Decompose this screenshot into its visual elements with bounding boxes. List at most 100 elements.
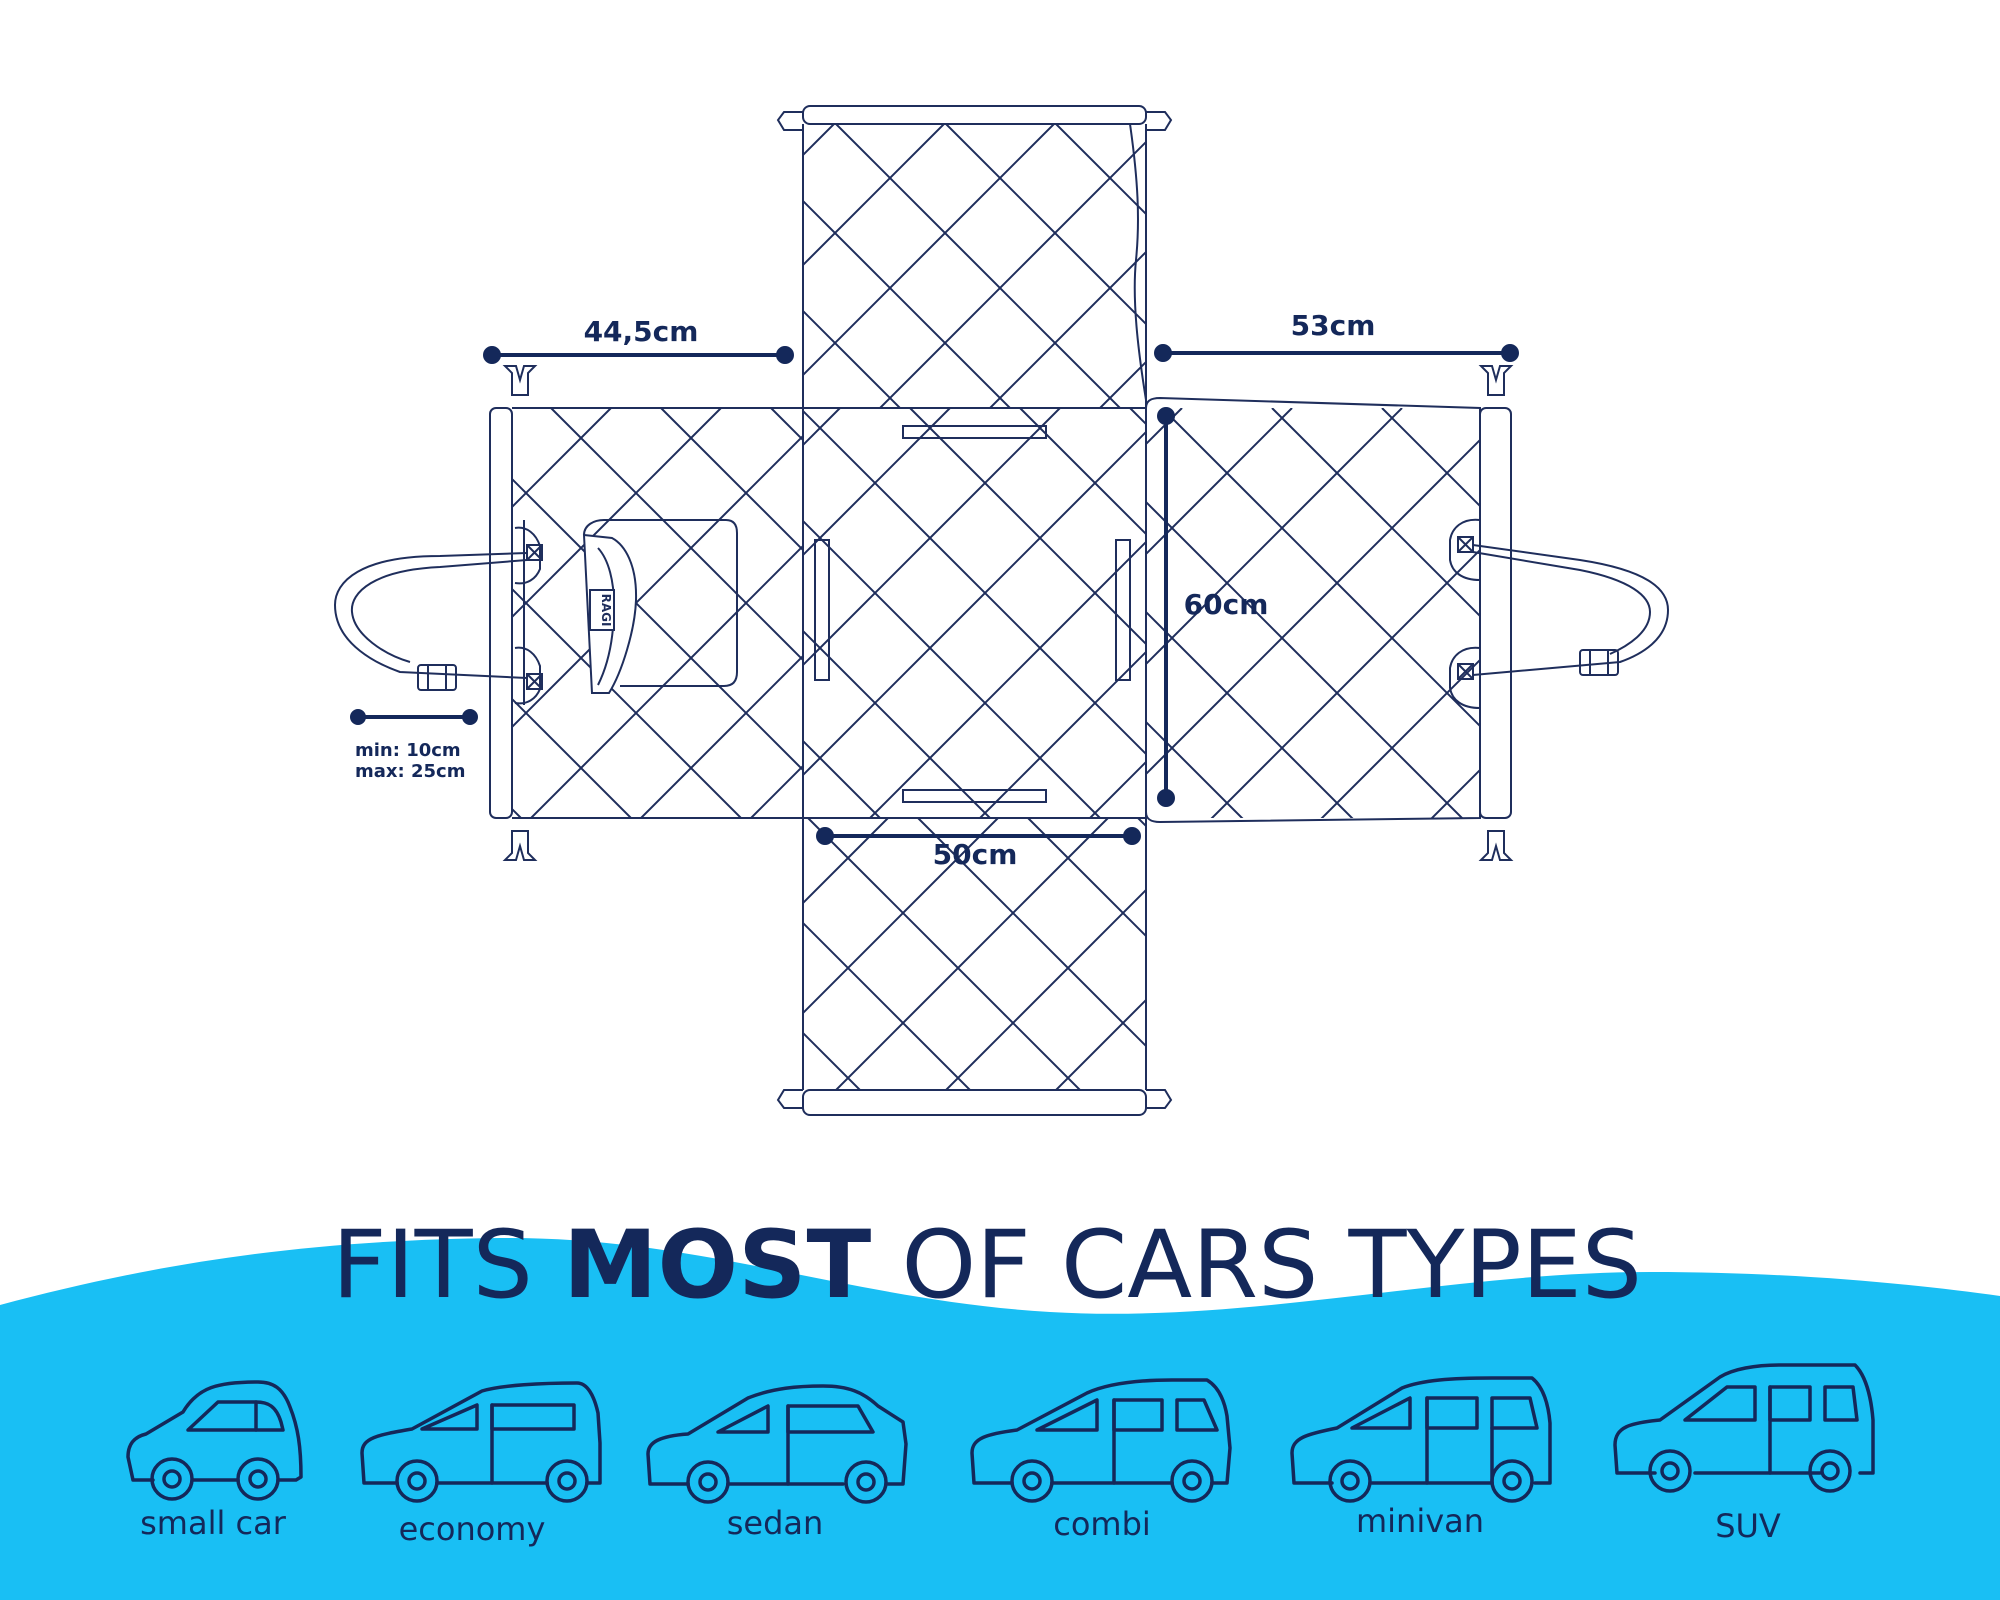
quilt-line <box>1187 408 1940 1161</box>
quilt-line <box>1407 408 2000 1161</box>
quilt-line <box>512 477 803 772</box>
quilt-line <box>1320 658 1480 818</box>
belt-slot-left <box>814 539 830 681</box>
quilt-line <box>0 408 281 1109</box>
quilt-line <box>878 140 1146 408</box>
quilt-line <box>0 408 290 1161</box>
quilt-line <box>1900 408 2000 1161</box>
quilt-line <box>1 408 702 1109</box>
dim-endpoint <box>1157 789 1175 807</box>
car-label-minivan: minivan <box>1356 1502 1484 1540</box>
quilt-line <box>967 408 1720 1161</box>
quilt-line <box>1680 408 2000 1161</box>
quilt-line <box>0 408 391 1109</box>
quilt-line <box>909 408 1146 646</box>
quilt-line <box>0 123 285 751</box>
headline-part1: FITS <box>332 1211 563 1320</box>
dimension-lines <box>350 344 1519 845</box>
top-panel <box>0 105 2000 751</box>
quilt-line <box>108 408 852 1152</box>
quilt-line <box>749 764 803 818</box>
belt-slot-top <box>902 425 1047 439</box>
quilt-line <box>1019 408 1146 536</box>
sedan-car-icon <box>646 1384 908 1504</box>
quilt-line <box>991 408 1692 1109</box>
dim-label-center-height: 60cm <box>1184 588 1269 621</box>
quilt-line <box>803 123 946 267</box>
quilt-line <box>803 199 1012 408</box>
dim-endpoint <box>1157 407 1175 425</box>
quilt-line <box>803 408 951 557</box>
quilt-line <box>1935 123 2000 751</box>
car-label-combi: combi <box>1053 1505 1151 1543</box>
quilt-line <box>218 408 962 1152</box>
quilt-line <box>1146 610 1354 818</box>
dim-label-left-width: 44,5cm <box>584 315 699 348</box>
quilt-line <box>1460 408 2000 1161</box>
quilt-line <box>1385 123 2000 751</box>
quilt-line <box>0 123 615 751</box>
quilt-line <box>512 587 743 818</box>
quilt-line <box>1495 123 2000 751</box>
quilt-line <box>803 409 1146 756</box>
quilt-line <box>1428 408 2000 1152</box>
quilt-line <box>1431 408 2000 1109</box>
quilt-line <box>803 739 882 818</box>
quilt-line <box>770 408 803 442</box>
quilt-line <box>868 540 1146 818</box>
quilt-line <box>900 408 1601 1109</box>
car-label-small-car: small car <box>140 1504 287 1542</box>
strap-max-label: max: 25cm <box>355 761 465 782</box>
dim-endpoint <box>1123 827 1141 845</box>
left-panel <box>0 365 2000 1109</box>
headline-part2: OF CARS TYPES <box>871 1211 1642 1320</box>
quilt-line <box>512 434 803 729</box>
quilt-line <box>1605 123 2000 751</box>
banner-wave <box>0 1237 2000 1600</box>
quilt-line <box>0 408 400 1161</box>
quilt-line <box>1146 438 1480 776</box>
quilt-line <box>1321 408 2000 1109</box>
dim-endpoint <box>816 827 834 845</box>
quilt-line <box>529 544 803 818</box>
right-bottom-clip <box>1478 830 1514 861</box>
quilt-line <box>857 408 1610 1161</box>
quilt-line <box>834 818 1109 1090</box>
quilt-line <box>1871 408 2000 1109</box>
economy-car-icon <box>360 1381 602 1503</box>
combi-car-icon <box>970 1378 1232 1503</box>
quilt-line <box>1077 408 1830 1161</box>
dim-endpoint <box>1154 344 1172 362</box>
quilt-line <box>1208 408 1952 1152</box>
strap-min-label: min: 10cm <box>355 740 461 761</box>
quilt-line <box>803 519 1102 818</box>
quilt-line <box>1648 408 2000 1152</box>
belt-slot-bottom <box>902 789 1047 803</box>
quilt-line <box>1350 408 2000 1161</box>
quilt-line <box>0 408 412 1152</box>
quilt-line <box>803 430 1146 777</box>
quilt-line <box>360 408 1113 1161</box>
quilt-line <box>1297 408 2000 1161</box>
quilt-line <box>1088 760 1146 818</box>
quilt-line <box>1602 408 2000 1152</box>
quilt-line <box>0 408 632 1152</box>
quilt-line <box>917 818 1146 1048</box>
quilt-line <box>803 629 992 818</box>
quilt-line <box>1712 408 2000 1152</box>
car-label-suv: SUV <box>1715 1507 1781 1545</box>
quilt-line <box>1120 408 1821 1109</box>
quilt-line <box>790 408 1491 1109</box>
small-car-icon <box>126 1380 303 1501</box>
quilt-line <box>1761 408 2000 1109</box>
quilt-line <box>1271 408 1480 618</box>
quilt-line <box>1307 123 1935 751</box>
quilt-line <box>1210 548 1480 818</box>
bottom-panel <box>776 818 1173 1116</box>
quilt-line <box>1822 408 2000 1152</box>
quilt-line <box>1101 408 1802 1109</box>
quilt-line <box>978 650 1146 818</box>
quilt-line <box>1146 408 1403 666</box>
quilt-line <box>1517 408 2000 1161</box>
